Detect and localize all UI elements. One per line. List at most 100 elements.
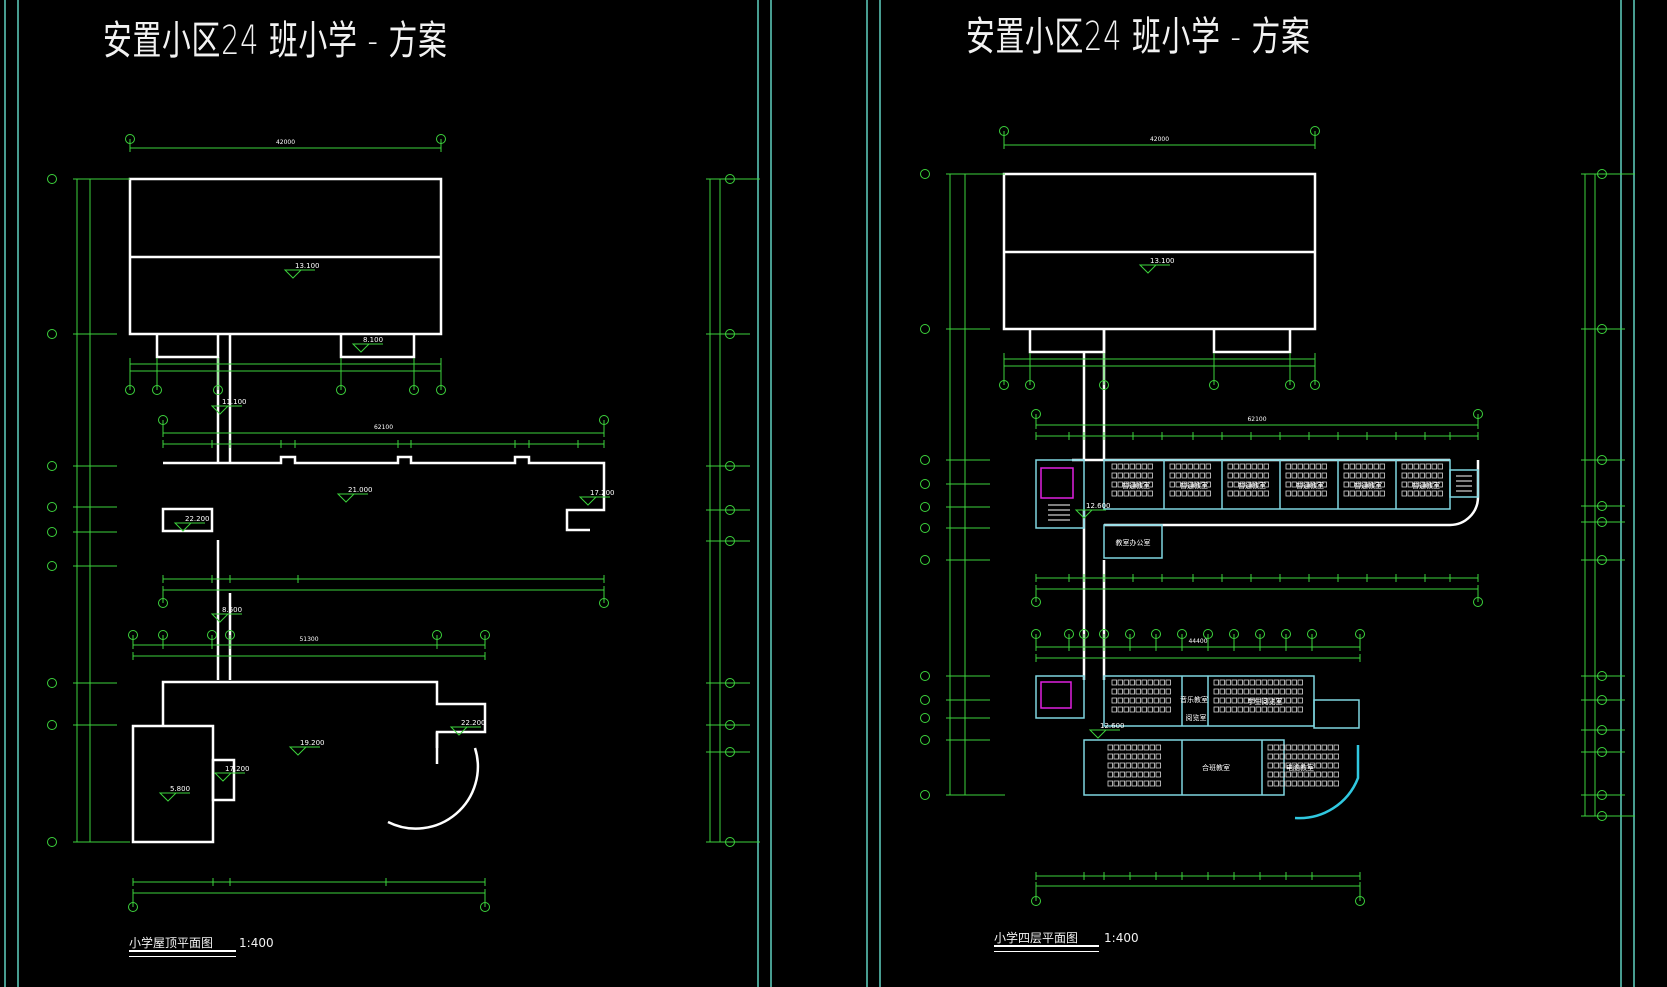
desk [1251, 463, 1257, 470]
north-block-lower [155, 334, 220, 359]
axis-bubble [1031, 629, 1041, 639]
desk [1213, 679, 1219, 686]
desk [1205, 463, 1211, 470]
desk [1361, 472, 1367, 479]
desk [1285, 688, 1291, 695]
desk [1227, 472, 1233, 479]
desk [1255, 706, 1261, 713]
axis-bubble [409, 385, 419, 395]
desk [1291, 780, 1297, 787]
desk [1123, 463, 1129, 470]
roof-plan-walls [128, 177, 606, 844]
desk [1251, 472, 1257, 479]
desk [1309, 753, 1315, 760]
desk [1257, 490, 1263, 497]
elevation-text: 13.100 [1150, 257, 1175, 265]
axis-bubble [125, 134, 135, 144]
desk [1147, 706, 1153, 713]
desk [1291, 697, 1297, 704]
desk [1413, 481, 1419, 488]
axis-bubble [1597, 790, 1607, 800]
desk [1111, 481, 1117, 488]
left-caption-text: 小学屋顶平面图 [129, 936, 214, 950]
axis-bubble [920, 671, 930, 681]
axis-bubble [1031, 896, 1041, 906]
desk [1285, 463, 1291, 470]
desk [1431, 472, 1437, 479]
desk [1123, 706, 1129, 713]
south-block-annex [131, 724, 215, 844]
desk [1249, 706, 1255, 713]
desk [1169, 472, 1175, 479]
desk [1107, 744, 1113, 751]
desk [1321, 762, 1327, 769]
desk [1141, 706, 1147, 713]
desk [1243, 688, 1249, 695]
axis-bubble [1099, 629, 1109, 639]
axis-bubble [128, 902, 138, 912]
desk [1285, 697, 1291, 704]
desk [1193, 490, 1199, 497]
desk [1267, 762, 1273, 769]
axis-bubble [920, 735, 930, 745]
desk [1373, 463, 1379, 470]
axis-bubble [1203, 629, 1213, 639]
desk [1159, 697, 1165, 704]
desk [1129, 463, 1135, 470]
desk [1407, 481, 1413, 488]
desk [1327, 771, 1333, 778]
desk [1309, 490, 1315, 497]
axis-bubble [1473, 409, 1483, 419]
desk [1279, 753, 1285, 760]
desk [1117, 481, 1123, 488]
desk [1267, 706, 1273, 713]
axis-bubble [1099, 380, 1109, 390]
desk [1419, 472, 1425, 479]
axis-bubble [436, 134, 446, 144]
desk [1315, 490, 1321, 497]
desk [1285, 706, 1291, 713]
elevation-text: 22.200 [185, 515, 210, 523]
stair-east [1449, 469, 1479, 498]
left-caption-underline-thin [129, 956, 236, 957]
desk [1309, 472, 1315, 479]
room-label: 教室办公室 [1116, 538, 1151, 547]
axis-bubble [1307, 629, 1317, 639]
axis-bubble [725, 747, 735, 757]
desk [1291, 490, 1297, 497]
desk [1297, 744, 1303, 751]
desk [1113, 771, 1119, 778]
desk [1231, 688, 1237, 695]
axis-bubble [725, 720, 735, 730]
axis-bubble [920, 455, 930, 465]
axis-bubble [1031, 409, 1041, 419]
desk [1225, 688, 1231, 695]
library-wing-curve [1294, 745, 1360, 820]
desk [1245, 463, 1251, 470]
north-block-lower [1028, 329, 1106, 354]
desk [1361, 490, 1367, 497]
desk [1355, 463, 1361, 470]
desk [1113, 753, 1119, 760]
right-caption-underline-thin [994, 951, 1099, 952]
desk [1107, 753, 1113, 760]
desk [1291, 688, 1297, 695]
desk [1279, 688, 1285, 695]
desk [1361, 481, 1367, 488]
desk [1117, 679, 1123, 686]
desk [1159, 688, 1165, 695]
desk [1187, 490, 1193, 497]
desk [1419, 463, 1425, 470]
axis-bubble [158, 630, 168, 640]
desk [1199, 463, 1205, 470]
desk [1219, 697, 1225, 704]
desk [1315, 472, 1321, 479]
desk [1425, 490, 1431, 497]
desk [1261, 706, 1267, 713]
room-label: 普通教室 [1296, 481, 1324, 490]
desk [1333, 771, 1339, 778]
desk [1373, 490, 1379, 497]
desk [1349, 463, 1355, 470]
desk [1297, 780, 1303, 787]
